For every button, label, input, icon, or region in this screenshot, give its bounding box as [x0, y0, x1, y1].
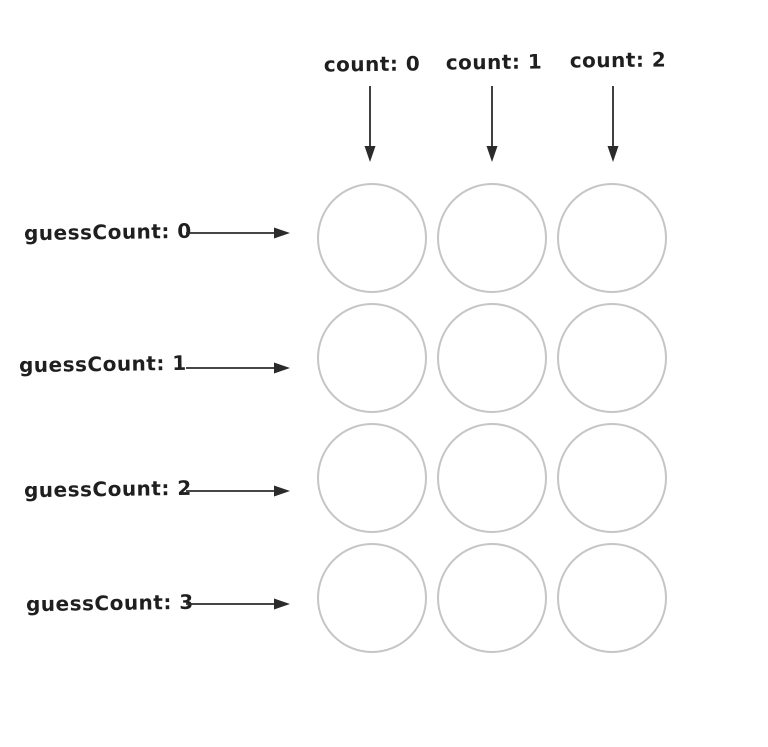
column-header-count-0: count: 0 [324, 51, 421, 76]
circle-grid [317, 183, 667, 653]
down-arrow-icon [486, 86, 498, 162]
grid-circle [317, 183, 427, 293]
column-header-count-1: count: 1 [446, 49, 543, 74]
grid-circle [317, 543, 427, 653]
down-arrow-icon [364, 86, 376, 162]
row-label: guessCount: 0 [23, 218, 192, 246]
row-label: guessCount: 2 [23, 475, 192, 503]
row-header-guesscount-0: guessCount: 0 [24, 219, 192, 245]
grid-circle [557, 183, 667, 293]
grid-circle [437, 303, 547, 413]
grid-circle [317, 303, 427, 413]
grid-circle [317, 423, 427, 533]
grid-circle [437, 423, 547, 533]
row-label: guessCount: 1 [18, 350, 187, 378]
column-header-count-2: count: 2 [570, 47, 667, 72]
right-arrow-icon [186, 362, 290, 374]
row-label: guessCount: 3 [25, 589, 194, 617]
column-label: count: 1 [445, 49, 543, 75]
grid-circle [557, 543, 667, 653]
right-arrow-icon [186, 227, 290, 239]
grid-circle [437, 183, 547, 293]
row-header-guesscount-2: guessCount: 2 [24, 476, 192, 502]
row-header-guesscount-3: guessCount: 3 [26, 590, 194, 616]
right-arrow-icon [186, 485, 290, 497]
grid-circle [437, 543, 547, 653]
right-arrow-icon [186, 598, 290, 610]
grid-circle [557, 423, 667, 533]
down-arrow-icon [607, 86, 619, 162]
column-label: count: 0 [323, 51, 421, 77]
grid-circle [557, 303, 667, 413]
row-header-guesscount-1: guessCount: 1 [19, 351, 187, 377]
column-label: count: 2 [569, 47, 667, 73]
